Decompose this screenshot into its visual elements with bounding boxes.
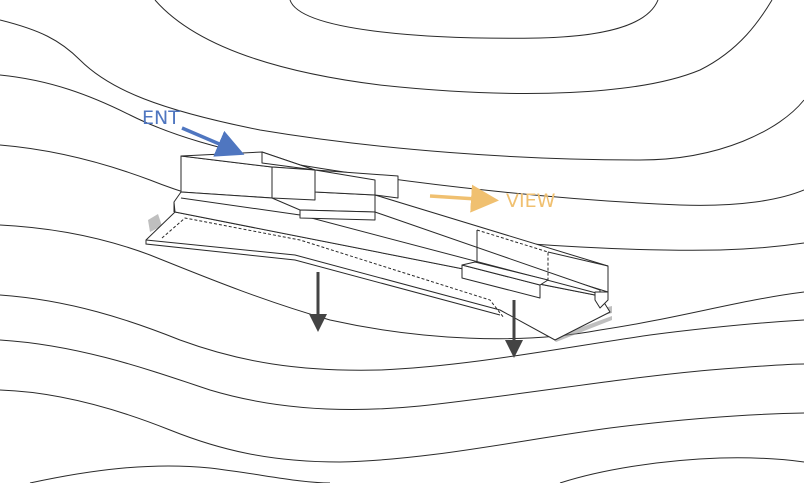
contour-line <box>0 74 804 206</box>
contour-line <box>559 457 804 483</box>
contour-line <box>0 294 804 371</box>
entry-arrow-icon <box>181 126 245 157</box>
contour-line <box>0 389 804 463</box>
contour-line <box>154 0 773 94</box>
view-block-hidden-edge <box>476 229 549 280</box>
contour-line <box>289 0 659 39</box>
entry-upper-step <box>261 151 376 196</box>
contour-line <box>0 224 804 340</box>
entry-block-side <box>271 166 316 201</box>
entry-annotation: ENT <box>142 107 245 157</box>
view-label: VIEW <box>506 190 556 212</box>
contour-line <box>0 19 804 161</box>
entry-label: ENT <box>142 107 180 129</box>
contour-line <box>29 465 331 483</box>
base-slab-hidden-edge <box>161 217 505 319</box>
view-arrow-icon <box>429 184 499 213</box>
building-model <box>145 151 611 341</box>
front-step-wall <box>299 209 376 221</box>
right-corner <box>594 291 609 309</box>
view-annotation: VIEW <box>429 184 556 213</box>
contour-line <box>0 339 804 410</box>
down-arrows <box>309 272 523 358</box>
